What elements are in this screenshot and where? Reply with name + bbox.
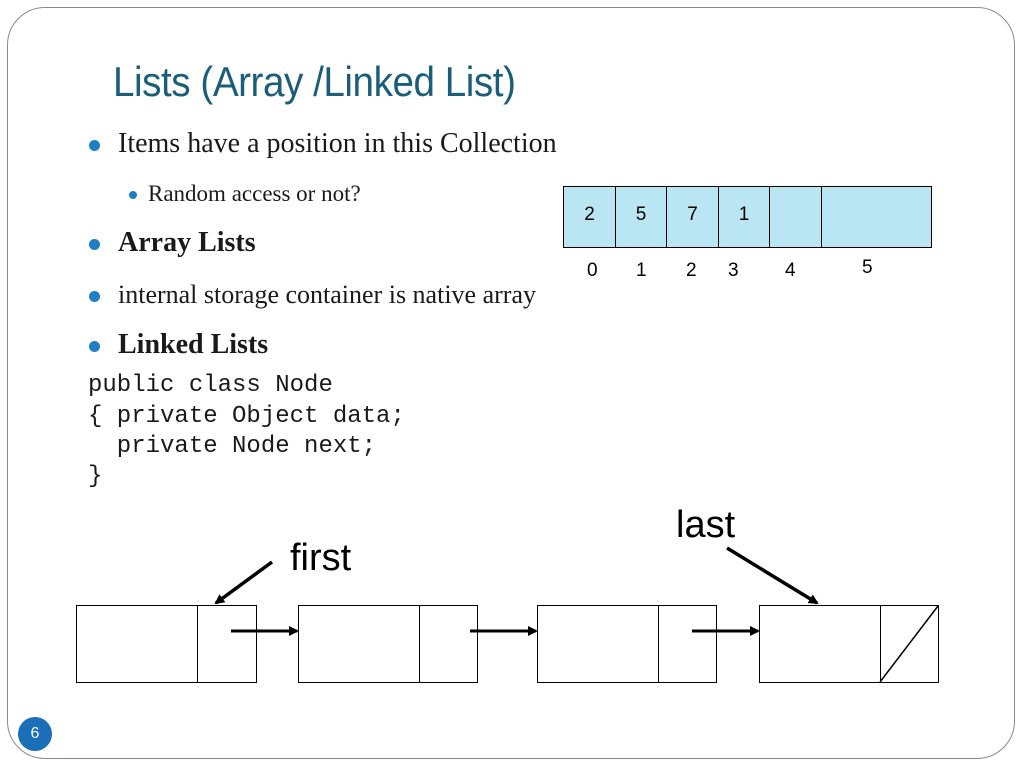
code-line: public class Node — [88, 372, 333, 399]
node-next-field — [659, 606, 716, 682]
node-next-field — [420, 606, 477, 682]
array-cell: 2 — [564, 187, 616, 247]
array-index-label: 4 — [785, 260, 796, 281]
bullet-items-position: Items have a position in this Collection — [118, 128, 557, 159]
bullet-linked-lists: Linked Lists — [118, 329, 269, 360]
linked-list-node — [298, 605, 478, 683]
bullet-random-access: Random access or not? — [148, 181, 361, 206]
code-line: { private Object data; — [88, 403, 405, 430]
bullet-array-lists: Array Lists — [118, 227, 256, 258]
array-cell — [770, 187, 822, 247]
bullet-dot — [89, 341, 100, 352]
bullet-dot — [89, 140, 100, 151]
linked-list-node — [537, 605, 717, 683]
array-index-label: 0 — [587, 260, 598, 281]
node-data-field — [538, 606, 659, 682]
bullet-dot — [89, 239, 100, 250]
code-line: } — [88, 463, 103, 490]
array-index-label: 1 — [636, 260, 647, 281]
slide-title: Lists (Array /Linked List) — [113, 58, 516, 105]
first-pointer-label: first — [290, 537, 352, 579]
array-diagram: 2 5 7 1 — [563, 186, 932, 248]
array-cell: 1 — [719, 187, 770, 247]
page-number-badge: 6 — [18, 717, 52, 751]
linked-list-node — [759, 605, 939, 683]
array-index-label: 5 — [862, 257, 873, 278]
bullet-dot — [89, 291, 100, 302]
array-cell: 5 — [616, 187, 667, 247]
node-data-field — [760, 606, 881, 682]
array-index-label: 2 — [686, 260, 697, 281]
sub-bullet-dot — [129, 191, 137, 199]
array-index-label: 3 — [728, 260, 739, 281]
linked-list-node — [76, 605, 257, 683]
array-cell: 7 — [667, 187, 719, 247]
node-next-field-null — [881, 606, 938, 682]
last-pointer-label: last — [676, 504, 736, 546]
array-cell — [822, 187, 931, 247]
node-data-field — [299, 606, 420, 682]
code-line: private Node next; — [88, 433, 377, 460]
node-data-field — [77, 606, 198, 682]
node-next-field — [198, 606, 256, 682]
bullet-internal-storage: internal storage container is native arr… — [118, 280, 536, 309]
